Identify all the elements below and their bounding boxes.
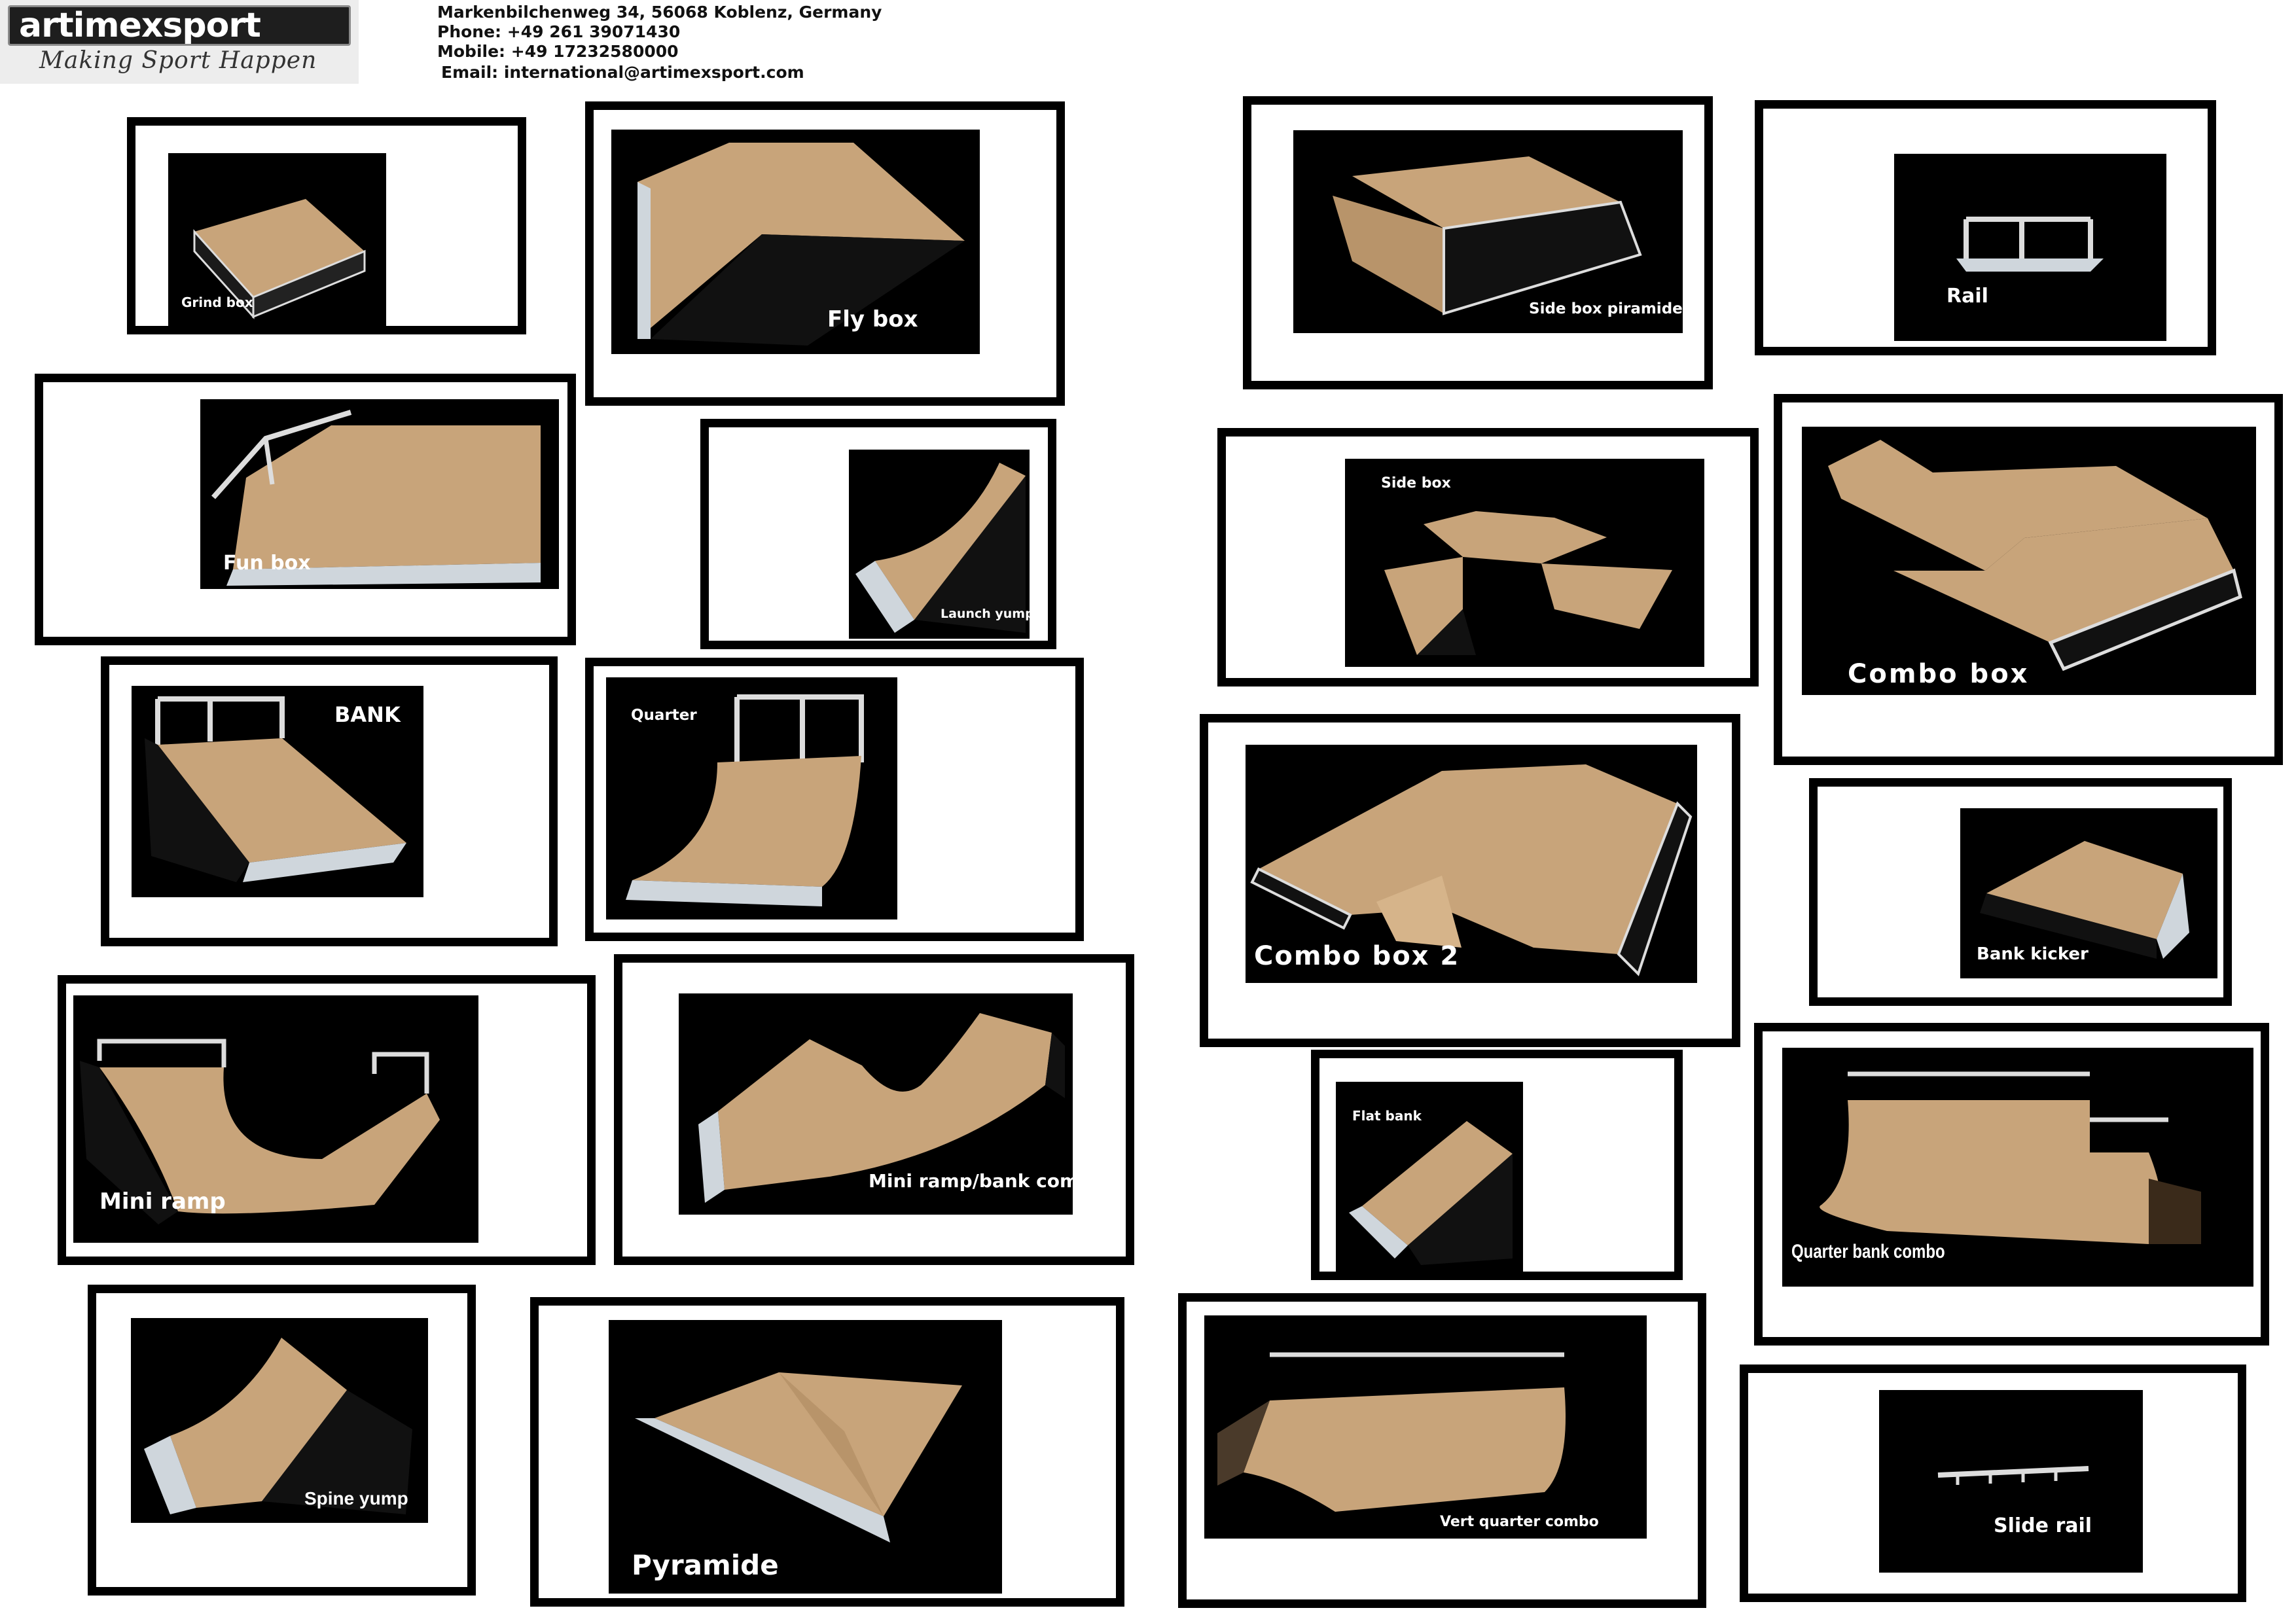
- product-label: Quarter: [631, 707, 697, 724]
- product-card-spine-yump: Spine yump: [88, 1285, 476, 1596]
- contact-block: Markenbilchenweg 34, 56068 Koblenz, Germ…: [437, 3, 882, 82]
- product-card-slide-rail: Slide rail: [1740, 1364, 2246, 1602]
- fly-box-ramp-icon: Fly box: [611, 130, 980, 354]
- mobile-text: Mobile: +49 17232580000: [437, 42, 679, 61]
- product-label: Vert quarter combo: [1440, 1514, 1599, 1530]
- product-card-fun-box: Fun box: [35, 374, 576, 645]
- product-label: Fly box: [827, 306, 918, 332]
- product-label: Pyramide: [632, 1549, 779, 1581]
- product-card-bank: BANK: [101, 656, 558, 946]
- pyramide-ramp-icon: Pyramide: [609, 1320, 1002, 1594]
- product-card-flat-bank: Flat bank: [1311, 1050, 1683, 1280]
- mini-ramp-bank-combo-icon: Mini ramp/bank combo: [679, 993, 1073, 1215]
- phone-text: Phone: +49 261 39071430: [437, 22, 681, 41]
- product-card-combo-box: Combo box: [1774, 394, 2283, 765]
- flat-bank-ramp-icon: Flat bank: [1336, 1082, 1523, 1273]
- combo-box-ramp-icon: Combo box: [1802, 427, 2256, 695]
- product-label: Rail: [1946, 285, 1988, 308]
- product-label: Grind box: [181, 294, 253, 310]
- product-label: Fun box: [223, 552, 311, 575]
- product-card-side-box-piramide: Side box piramide: [1243, 96, 1713, 389]
- product-card-quarter-bank-combo: Quarter bank combo: [1754, 1023, 2269, 1346]
- product-card-vert-quarter-combo: Vert quarter combo: [1178, 1293, 1706, 1608]
- product-label: Launch yump: [941, 607, 1030, 621]
- brand-logo: artimexsport Making Sport Happen: [0, 0, 359, 84]
- mini-ramp-icon: Mini ramp: [73, 995, 478, 1243]
- product-label: Mini ramp: [99, 1188, 226, 1215]
- product-card-side-box: Side box: [1217, 428, 1759, 687]
- product-label: Flat bank: [1352, 1108, 1422, 1124]
- launch-ramp-icon: Launch yump: [849, 450, 1030, 639]
- product-card-mini-ramp: Mini ramp: [58, 975, 596, 1265]
- slide-rail-icon: Slide rail: [1879, 1390, 2143, 1573]
- logo-tagline: Making Sport Happen: [39, 47, 317, 74]
- product-label: Bank kicker: [1977, 944, 2089, 964]
- grind-box-ramp-icon: Grind box: [168, 153, 386, 331]
- product-card-bank-kicker: Bank kicker: [1809, 778, 2232, 1006]
- side-box-ramp-icon: Side box: [1345, 459, 1704, 667]
- rail-icon: Rail: [1894, 154, 2166, 341]
- quarter-bank-combo-icon: Quarter bank combo: [1782, 1048, 2253, 1287]
- product-card-pyramide: Pyramide: [530, 1297, 1124, 1607]
- product-card-mini-ramp-bank-combo: Mini ramp/bank combo: [614, 954, 1134, 1265]
- product-label: Side box: [1381, 475, 1451, 491]
- side-box-piramide-ramp-icon: Side box piramide: [1293, 130, 1683, 333]
- logo-wordmark: artimexsport: [8, 5, 351, 46]
- product-label: Mini ramp/bank combo: [869, 1170, 1073, 1192]
- product-card-quarter: Quarter: [585, 658, 1084, 941]
- quarter-pipe-icon: Quarter: [606, 677, 897, 919]
- vert-quarter-combo-icon: Vert quarter combo: [1204, 1315, 1647, 1539]
- product-card-launch-yump: Launch yump: [700, 419, 1056, 649]
- product-card-fly-box: Fly box: [585, 101, 1065, 406]
- product-card-grind-box: Grind box: [127, 117, 526, 334]
- product-card-combo-box-2: Combo box 2: [1200, 714, 1740, 1047]
- product-label: Side box piramide: [1529, 300, 1683, 317]
- bank-ramp-icon: BANK: [132, 686, 423, 897]
- email-text: Email: international@artimexsport.com: [441, 63, 804, 82]
- bank-kicker-ramp-icon: Bank kicker: [1960, 808, 2217, 978]
- product-label: Slide rail: [1994, 1514, 2092, 1537]
- product-label: Quarter bank combo: [1791, 1241, 1945, 1262]
- product-card-rail: Rail: [1755, 100, 2216, 355]
- product-label: BANK: [334, 702, 401, 727]
- spine-ramp-icon: Spine yump: [131, 1318, 428, 1523]
- address-text: Markenbilchenweg 34, 56068 Koblenz, Germ…: [437, 3, 882, 22]
- product-label: Combo box 2: [1254, 941, 1460, 971]
- combo-box-2-ramp-icon: Combo box 2: [1246, 745, 1697, 983]
- fun-box-ramp-icon: Fun box: [200, 399, 559, 589]
- product-label: Combo box: [1848, 659, 2030, 689]
- product-label: Spine yump: [304, 1488, 408, 1508]
